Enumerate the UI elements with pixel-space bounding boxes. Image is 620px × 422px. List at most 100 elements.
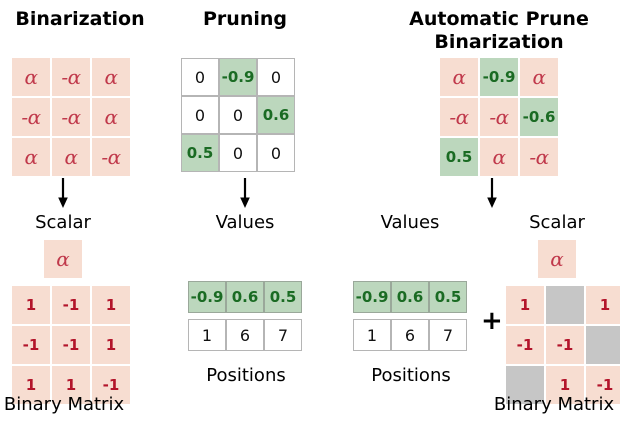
cell-value: -1 xyxy=(102,376,120,394)
apb-value-cell: -0.9 xyxy=(480,58,518,96)
binary-cell: -1 xyxy=(12,326,50,364)
position-cell: 1 xyxy=(353,319,391,351)
pruning-kept-cell: 0.5 xyxy=(181,134,219,172)
cell-value: -α xyxy=(61,105,81,129)
cell-value: 0.5 xyxy=(269,288,297,306)
cell-value: α xyxy=(104,65,118,89)
cell-value: 0.6 xyxy=(231,288,259,306)
pruning-kept-cell: -0.9 xyxy=(219,58,257,96)
cell-value: 0 xyxy=(194,105,206,125)
position-cell: 6 xyxy=(226,319,264,351)
cell-value: 1 xyxy=(105,296,117,314)
cell-value: -α xyxy=(449,105,469,129)
alpha-cell: α xyxy=(92,98,130,136)
apb-value-cell: 0.5 xyxy=(440,138,478,176)
cell-value: α xyxy=(532,65,546,89)
apb-positions-label: Positions xyxy=(371,365,451,386)
binary-cell: -1 xyxy=(546,326,584,364)
cell-value: 1 xyxy=(25,296,37,314)
cell-value: -1 xyxy=(516,336,534,354)
cell-value: -1 xyxy=(62,296,80,314)
cell-value: -1 xyxy=(22,336,40,354)
alpha-cell: -α xyxy=(12,98,50,136)
cell-value: -α xyxy=(489,105,509,129)
position-cell: 7 xyxy=(429,319,467,351)
binary-cell: 1 xyxy=(506,286,544,324)
alpha-cell: -α xyxy=(52,58,90,96)
panel-title-automatic-prune-binarization: Automatic Prune Binarization xyxy=(409,8,589,53)
cell-value: -1 xyxy=(596,376,614,394)
cell-value: 1 xyxy=(366,325,378,345)
pruning-positions-label: Positions xyxy=(206,365,286,386)
cell-value: α xyxy=(24,65,38,89)
cell-value: -0.6 xyxy=(522,108,556,126)
apb-scalar-box: α xyxy=(538,240,576,278)
cell-value: 0 xyxy=(232,143,244,163)
plus-sign: + xyxy=(481,306,503,336)
position-cell: 7 xyxy=(264,319,302,351)
alpha-cell: α xyxy=(12,58,50,96)
cell-value: 0.6 xyxy=(396,288,424,306)
apb-value-cell: -0.6 xyxy=(520,98,558,136)
value-cell: 0.5 xyxy=(429,281,467,313)
down-arrow-icon xyxy=(56,178,70,208)
value-cell: 0.6 xyxy=(391,281,429,313)
binary-cell: -1 xyxy=(92,366,130,404)
cell-value: 0 xyxy=(194,67,206,87)
apb-alpha-cell: -α xyxy=(440,98,478,136)
cell-value: -α xyxy=(101,145,121,169)
binary-cell: 1 xyxy=(12,286,50,324)
binary-cell: -1 xyxy=(52,286,90,324)
alpha-cell: α xyxy=(92,58,130,96)
cell-value: 0.6 xyxy=(262,106,290,124)
cell-value: 1 xyxy=(599,296,611,314)
apb-alpha-cell: α xyxy=(480,138,518,176)
panel-title-pruning: Pruning xyxy=(203,8,287,30)
pruning-kept-cell: 0.6 xyxy=(257,96,295,134)
pruning-zero-cell: 0 xyxy=(219,134,257,172)
scalar-alpha-symbol: α xyxy=(550,247,564,271)
cell-value: 0 xyxy=(270,143,282,163)
alpha-cell: α xyxy=(52,138,90,176)
binary-cell: -1 xyxy=(586,366,620,404)
binary-masked-cell xyxy=(506,366,544,404)
cell-value: -α xyxy=(21,105,41,129)
alpha-cell: α xyxy=(12,138,50,176)
binary-masked-cell xyxy=(586,326,620,364)
cell-value: -0.9 xyxy=(482,68,516,86)
binary-masked-cell xyxy=(546,286,584,324)
cell-value: -1 xyxy=(556,336,574,354)
cell-value: 0.5 xyxy=(434,288,462,306)
pruning-zero-cell: 0 xyxy=(181,58,219,96)
apb-binary-matrix: 1 1 -1 -1 1 -1 xyxy=(506,286,620,404)
apb-alpha-cell: -α xyxy=(480,98,518,136)
binarization-binary-matrix-label: Binary Matrix xyxy=(3,394,125,415)
cell-value: α xyxy=(24,145,38,169)
position-cell: 6 xyxy=(391,319,429,351)
pruning-zero-cell: 0 xyxy=(257,134,295,172)
pruning-values-label: Values xyxy=(215,212,275,233)
binary-cell: 1 xyxy=(92,286,130,324)
apb-alpha-cell: -α xyxy=(520,138,558,176)
binarization-scalar-label: Scalar xyxy=(35,212,91,233)
cell-value: -0.9 xyxy=(221,68,255,86)
cell-value: 1 xyxy=(25,376,37,394)
cell-value: α xyxy=(492,145,506,169)
pruning-zero-cell: 0 xyxy=(181,96,219,134)
cell-value: -1 xyxy=(62,336,80,354)
cell-value: 1 xyxy=(105,336,117,354)
cell-value: 7 xyxy=(442,325,454,345)
down-arrow-icon xyxy=(238,178,252,208)
cell-value: α xyxy=(452,65,466,89)
cell-value: 6 xyxy=(239,325,251,345)
cell-value: 0.5 xyxy=(186,144,214,162)
automatic-prune-binarization-matrix: α -0.9 α -α -α -0.6 0.5 α -α xyxy=(440,58,558,176)
pruning-zero-cell: 0 xyxy=(219,96,257,134)
cell-value: 1 xyxy=(559,376,571,394)
cell-value: 0 xyxy=(270,67,282,87)
binary-cell: 1 xyxy=(546,366,584,404)
